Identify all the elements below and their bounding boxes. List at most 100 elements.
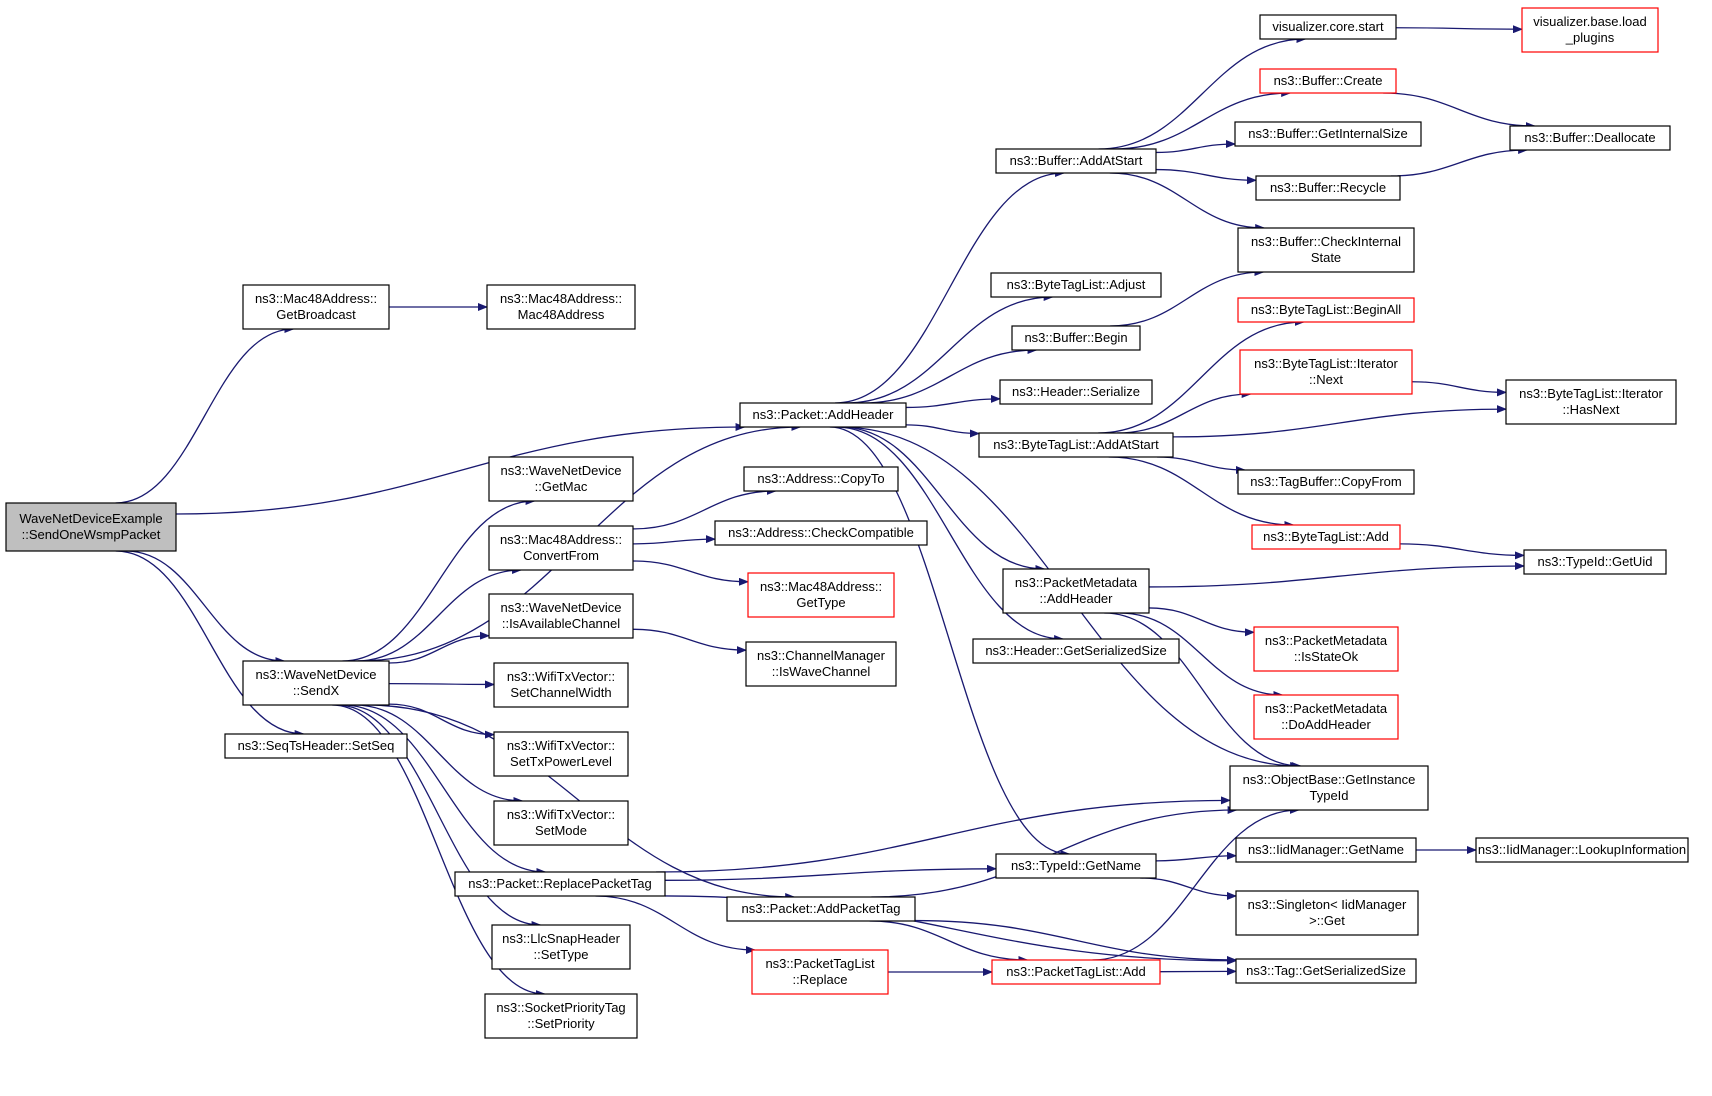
node-box: [1523, 549, 1667, 575]
edge-mac48_convertfrom-to-mac48_gettype: [632, 560, 749, 586]
node-label-line: GetBroadcast: [276, 307, 356, 322]
node-label-line: ::SetPriority: [527, 1016, 595, 1031]
node-btl_iter_hasnext[interactable]: ns3::ByteTagList::Iterator::HasNext: [1505, 379, 1677, 425]
node-btl_iter_next[interactable]: ns3::ByteTagList::Iterator::Next: [1239, 349, 1413, 395]
node-label-line: GetType: [796, 595, 845, 610]
node-label-line: ::SetType: [534, 947, 589, 962]
node-buffer_getinternalsize[interactable]: ns3::Buffer::GetInternalSize: [1234, 121, 1422, 147]
node-seqts_setseq[interactable]: ns3::SeqTsHeader::SetSeq: [224, 733, 408, 759]
node-box: [486, 284, 636, 330]
node-label-line: ns3::ByteTagList::Iterator: [1519, 386, 1663, 401]
node-buffer_deallocate[interactable]: ns3::Buffer::Deallocate: [1509, 125, 1671, 151]
node-box: [972, 638, 1180, 664]
node-vis_core_start[interactable]: visualizer.core.start: [1259, 14, 1397, 40]
node-vis_load_plugins[interactable]: visualizer.base.load_plugins: [1521, 7, 1659, 53]
node-mac48_ctor[interactable]: ns3::Mac48Address::Mac48Address: [486, 284, 636, 330]
node-buffer_recycle[interactable]: ns3::Buffer::Recycle: [1255, 175, 1401, 201]
node-label-line: ns3::Buffer::Create: [1274, 73, 1383, 88]
edge-packet_addpackettag-to-ptl_add: [869, 920, 1029, 964]
node-label-line: ns3::WifiTxVector::: [507, 738, 615, 753]
node-buffer_create[interactable]: ns3::Buffer::Create: [1259, 68, 1397, 94]
node-label-line: ns3::Buffer::GetInternalSize: [1248, 126, 1407, 141]
edge-mac48_convertfrom-to-address_checkcompat: [632, 535, 716, 545]
node-btl_addatstart[interactable]: ns3::ByteTagList::AddAtStart: [978, 432, 1174, 458]
node-chanmgr_iswave[interactable]: ns3::ChannelManager::IsWaveChannel: [745, 641, 897, 687]
node-typeid_getuid[interactable]: ns3::TypeId::GetUid: [1523, 549, 1667, 575]
edge-buffer_addatstart-to-buffer_getinternalsize: [1155, 139, 1236, 154]
node-label-line: ::GetMac: [535, 479, 588, 494]
node-singleton_get[interactable]: ns3::Singleton< IidManager >::Get: [1235, 890, 1419, 936]
node-pm_doaddheader[interactable]: ns3::PacketMetadata::DoAddHeader: [1253, 694, 1399, 740]
edge-pm_addheader-to-pm_doaddheader: [1119, 612, 1284, 699]
node-socketprio_setprio[interactable]: ns3::SocketPriorityTag::SetPriority: [484, 993, 638, 1039]
node-tagbuffer_copyfrom[interactable]: ns3::TagBuffer::CopyFrom: [1237, 469, 1415, 495]
node-label-line: ns3::WifiTxVector::: [507, 807, 615, 822]
node-iidmgr_getname[interactable]: ns3::IidManager::GetName: [1235, 837, 1417, 863]
node-box: [1237, 297, 1415, 323]
node-mac48_getbroadcast[interactable]: ns3::Mac48Address::GetBroadcast: [242, 284, 390, 330]
node-typeid_getname[interactable]: ns3::TypeId::GetName: [995, 853, 1157, 879]
node-box: [999, 379, 1153, 405]
node-label-line: ns3::Packet::ReplacePacketTag: [468, 876, 652, 891]
node-label-line: ns3::SeqTsHeader::SetSeq: [238, 738, 395, 753]
node-mac48_convertfrom[interactable]: ns3::Mac48Address::ConvertFrom: [488, 525, 634, 571]
node-wtv_setmode[interactable]: ns3::WifiTxVector::SetMode: [493, 800, 629, 846]
node-pm_addheader[interactable]: ns3::PacketMetadata::AddHeader: [1002, 568, 1150, 614]
node-box: [714, 520, 928, 546]
node-label-line: ns3::ByteTagList::Adjust: [1007, 277, 1146, 292]
node-label-line: ns3::Packet::AddPacketTag: [742, 901, 901, 916]
node-packet_addpackettag[interactable]: ns3::Packet::AddPacketTag: [726, 896, 916, 922]
node-pm_isstateok[interactable]: ns3::PacketMetadata::IsStateOk: [1253, 626, 1399, 672]
edge-wnd_sendx-to-packet_replacetag: [342, 704, 547, 876]
node-root[interactable]: WaveNetDeviceExample::SendOneWsmpPacket: [5, 502, 177, 552]
node-buffer_addatstart[interactable]: ns3::Buffer::AddAtStart: [995, 148, 1157, 174]
node-address_checkcompat[interactable]: ns3::Address::CheckCompatible: [714, 520, 928, 546]
node-label-line: ::IsAvailableChannel: [502, 616, 620, 631]
node-box: [995, 853, 1157, 879]
edge-wnd_sendx-to-mac48_convertfrom: [355, 566, 523, 662]
node-tag_getsersize[interactable]: ns3::Tag::GetSerializedSize: [1235, 958, 1417, 984]
node-box: [488, 456, 634, 502]
node-wtv_settxpower[interactable]: ns3::WifiTxVector::SetTxPowerLevel: [493, 731, 629, 777]
edge-packet_addheader-to-pm_addheader: [840, 426, 1046, 573]
node-box: [242, 284, 390, 330]
node-btl_beginall[interactable]: ns3::ByteTagList::BeginAll: [1237, 297, 1415, 323]
node-mac48_gettype[interactable]: ns3::Mac48Address::GetType: [747, 572, 895, 618]
node-address_copyto[interactable]: ns3::Address::CopyTo: [743, 466, 899, 492]
node-packet_addheader[interactable]: ns3::Packet::AddHeader: [739, 402, 907, 428]
node-iidmgr_lookup[interactable]: ns3::IidManager::LookupInformation: [1475, 837, 1689, 863]
edge-root-to-wnd_sendx: [125, 550, 286, 665]
node-label-line: ns3::Buffer::AddAtStart: [1010, 153, 1143, 168]
node-label-line: ns3::Address::CheckCompatible: [728, 525, 914, 540]
node-box: [1002, 568, 1150, 614]
node-label-line: ::DoAddHeader: [1281, 717, 1371, 732]
node-wnd_getmac[interactable]: ns3::WaveNetDevice::GetMac: [488, 456, 634, 502]
node-header_getsersize[interactable]: ns3::Header::GetSerializedSize: [972, 638, 1180, 664]
node-label-line: ns3::Buffer::Begin: [1024, 330, 1127, 345]
node-box: [493, 662, 629, 708]
node-btl_add[interactable]: ns3::ByteTagList::Add: [1251, 524, 1401, 550]
node-wnd_isavailable[interactable]: ns3::WaveNetDevice::IsAvailableChannel: [488, 593, 634, 639]
edge-wnd_sendx-to-wtv_setmode: [354, 704, 524, 805]
node-wnd_sendx[interactable]: ns3::WaveNetDevice::SendX: [242, 660, 390, 706]
node-label-line: ns3::WifiTxVector::: [507, 669, 615, 684]
edge-packet_addheader-to-typeid_getname: [829, 426, 1071, 858]
node-btl_adjust[interactable]: ns3::ByteTagList::Adjust: [990, 272, 1162, 298]
node-llcsnap_settype[interactable]: ns3::LlcSnapHeader::SetType: [491, 924, 631, 970]
node-label-line: WaveNetDeviceExample: [19, 511, 162, 526]
node-ptl_add[interactable]: ns3::PacketTagList::Add: [991, 959, 1161, 985]
edge-btl_addatstart-to-btl_add: [1108, 456, 1295, 529]
node-ptl_replace[interactable]: ns3::PacketTagList::Replace: [751, 949, 889, 995]
node-box: [1011, 325, 1141, 351]
node-box: [1235, 837, 1417, 863]
node-label-line: State: [1311, 250, 1341, 265]
node-packet_replacetag[interactable]: ns3::Packet::ReplacePacketTag: [454, 871, 666, 897]
node-box: [747, 572, 895, 618]
edge-wnd_sendx-to-llcsnap_settype: [336, 704, 542, 929]
node-header_serialize[interactable]: ns3::Header::Serialize: [999, 379, 1153, 405]
node-buffer_begin[interactable]: ns3::Buffer::Begin: [1011, 325, 1141, 351]
node-wtv_setchannelwidth[interactable]: ns3::WifiTxVector::SetChannelWidth: [493, 662, 629, 708]
node-label-line: ns3::Mac48Address::: [760, 579, 882, 594]
